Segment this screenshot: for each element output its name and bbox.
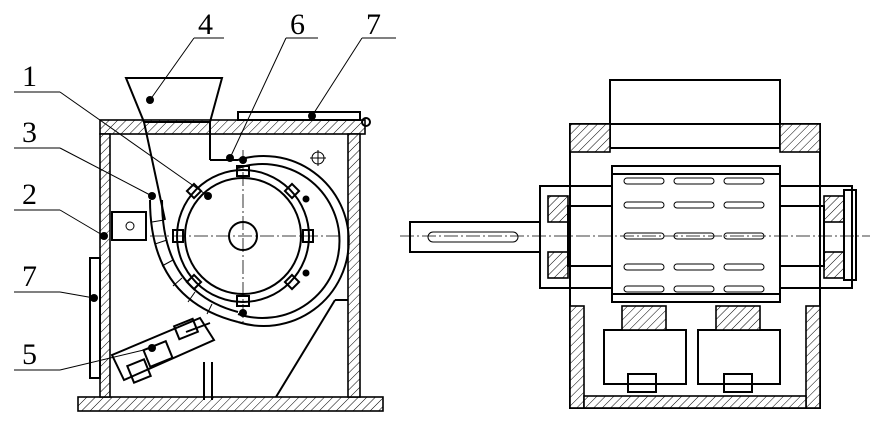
label-5: 5 (22, 338, 37, 371)
front-view (400, 79, 870, 409)
label-1: 1 (22, 60, 37, 93)
hinge-pin (361, 117, 371, 127)
top-cover-plate (237, 111, 361, 121)
label-6: 6 (290, 8, 305, 41)
side-access-plate (89, 257, 101, 379)
front-hopper (609, 79, 781, 149)
drum-slots (623, 177, 765, 293)
label-2: 2 (22, 178, 37, 211)
label-3: 3 (22, 116, 37, 149)
curved-liner (149, 199, 239, 323)
label-4: 4 (198, 8, 213, 41)
front-shaft (409, 221, 541, 253)
rotor-housing (237, 155, 350, 327)
side-view (77, 77, 384, 412)
rotor-hammers (172, 165, 314, 307)
label-7-top: 7 (366, 8, 381, 41)
callouts (14, 37, 396, 371)
front-rotor-drum (611, 165, 781, 303)
top-plate (99, 119, 366, 135)
label-7-side: 7 (22, 260, 37, 293)
base-plate (77, 396, 384, 412)
adjustment-screw (110, 316, 216, 385)
feed-hopper (124, 77, 224, 123)
left-support (603, 329, 687, 385)
right-wall (347, 133, 361, 398)
right-support (697, 329, 781, 385)
liner-bracket (111, 211, 147, 241)
